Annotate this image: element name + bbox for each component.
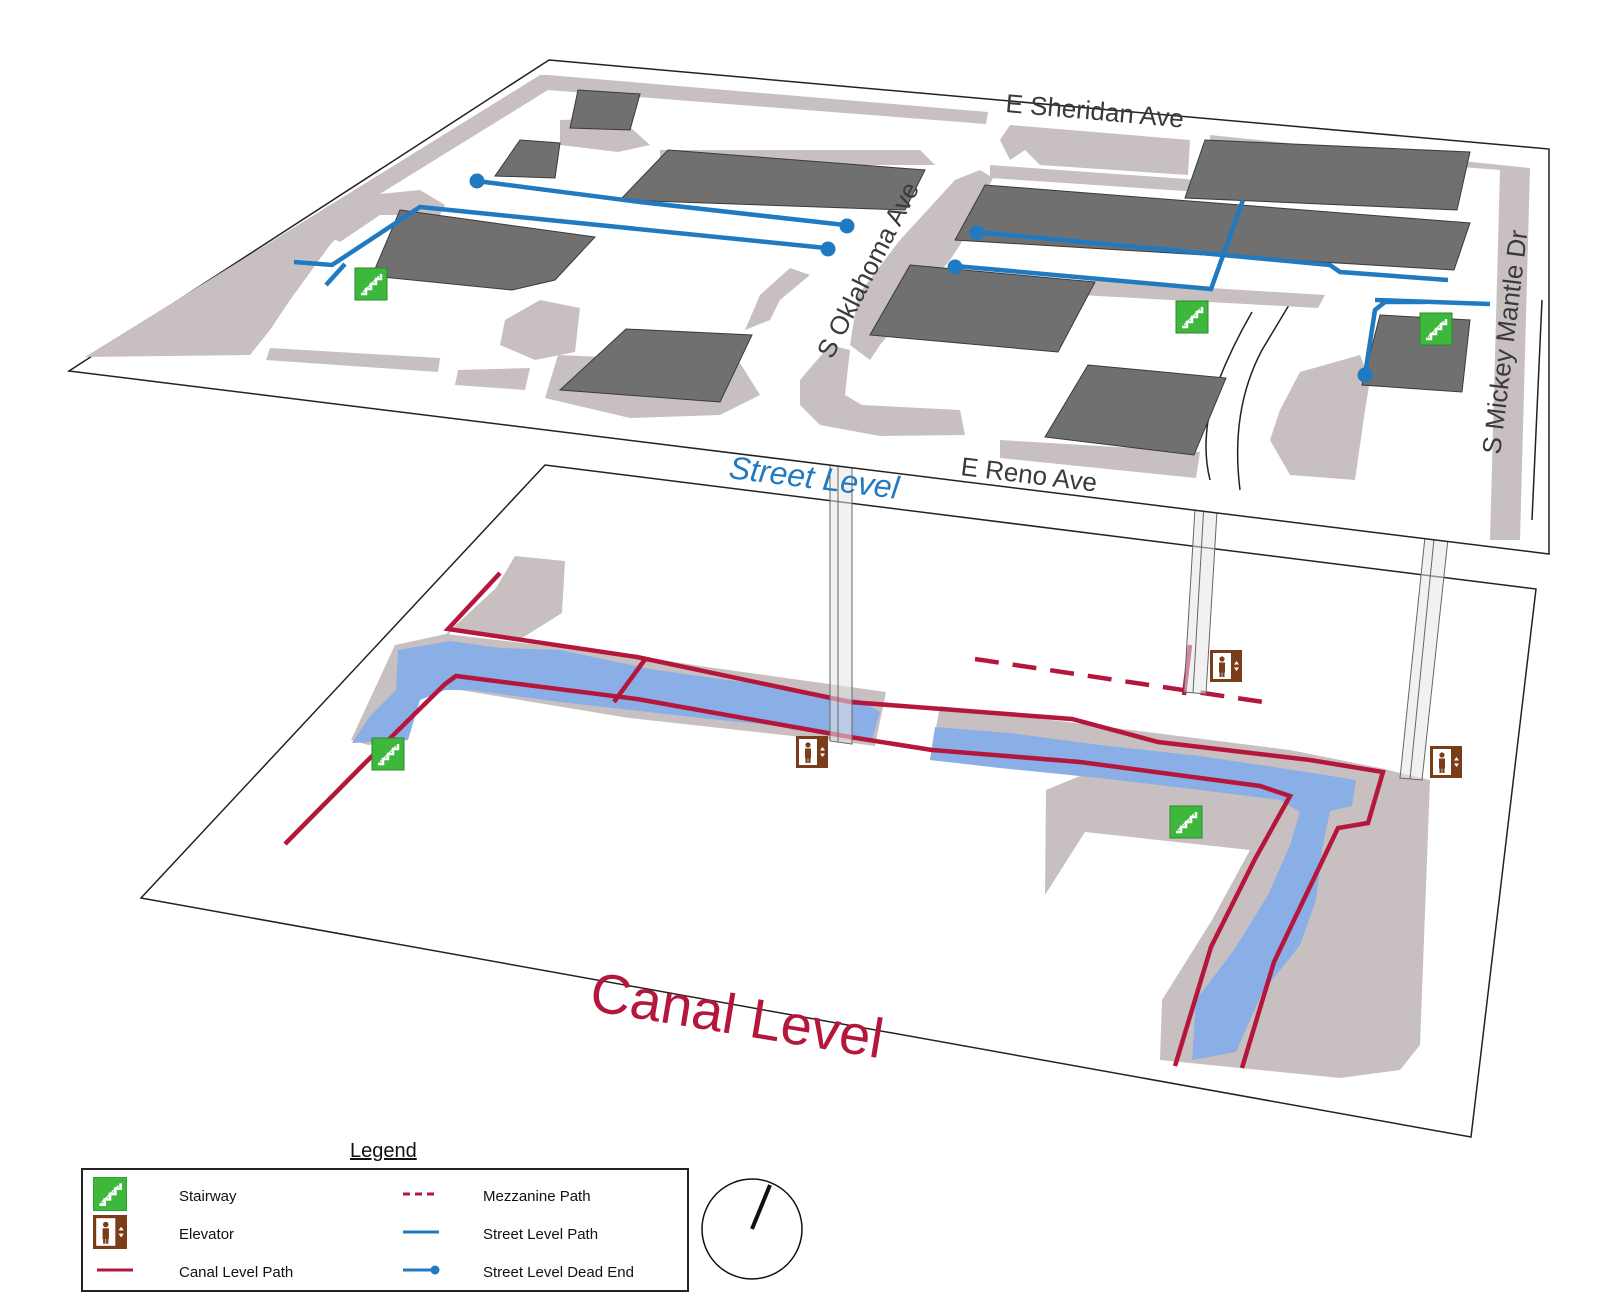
mezzanine-path-dashed xyxy=(403,1192,439,1196)
legend: Stairway Elevator Canal Level Path Mezza… xyxy=(81,1168,689,1292)
stairway-icon[interactable] xyxy=(1168,804,1204,840)
elevator-icon xyxy=(93,1215,127,1249)
stairway-icon[interactable] xyxy=(370,736,406,772)
street-buildings xyxy=(371,89,1471,456)
legend-label: Mezzanine Path xyxy=(483,1188,591,1205)
legend-item-street-dead-end xyxy=(401,1256,441,1284)
legend-item-elevator xyxy=(93,1215,127,1249)
legend-title: Legend xyxy=(350,1140,417,1162)
canal-level-path xyxy=(283,571,1386,1069)
legend-item-canal-path xyxy=(95,1256,135,1284)
stairway-icon[interactable] xyxy=(1418,311,1454,347)
street-dead-end-line xyxy=(403,1265,440,1275)
canal-path-line xyxy=(97,1268,133,1272)
north-arrow-icon xyxy=(701,1178,803,1280)
road-edge xyxy=(1531,299,1543,521)
map-canvas: Canal Level xyxy=(66,59,1550,1138)
legend-item-mezzanine-path xyxy=(401,1180,441,1208)
legend-item-stairway xyxy=(93,1177,127,1211)
canal-water xyxy=(930,727,1356,1060)
legend-label: Elevator xyxy=(179,1226,235,1243)
stairway-icon xyxy=(93,1177,127,1211)
street-dead-ends xyxy=(469,173,1373,383)
elevator-icon[interactable] xyxy=(1430,746,1462,778)
street-path-line xyxy=(403,1230,439,1234)
stairway-icon[interactable] xyxy=(353,266,389,302)
street-level-plane: E Sheridan Ave S Oklahoma Ave E Reno Ave… xyxy=(66,59,1550,555)
legend-label: Stairway xyxy=(179,1188,237,1205)
legend-item-street-path xyxy=(401,1218,441,1246)
elevator-icon[interactable] xyxy=(796,736,828,768)
street-level-path xyxy=(293,178,1491,376)
legend-label: Canal Level Path xyxy=(179,1264,294,1281)
elevator-icon[interactable] xyxy=(1210,650,1242,682)
road-edge xyxy=(1236,299,1293,491)
legend-label: Street Level Path xyxy=(483,1226,599,1243)
mezzanine-path xyxy=(974,656,1271,706)
legend-label: Street Level Dead End xyxy=(483,1264,634,1281)
stairway-icon[interactable] xyxy=(1174,299,1210,335)
